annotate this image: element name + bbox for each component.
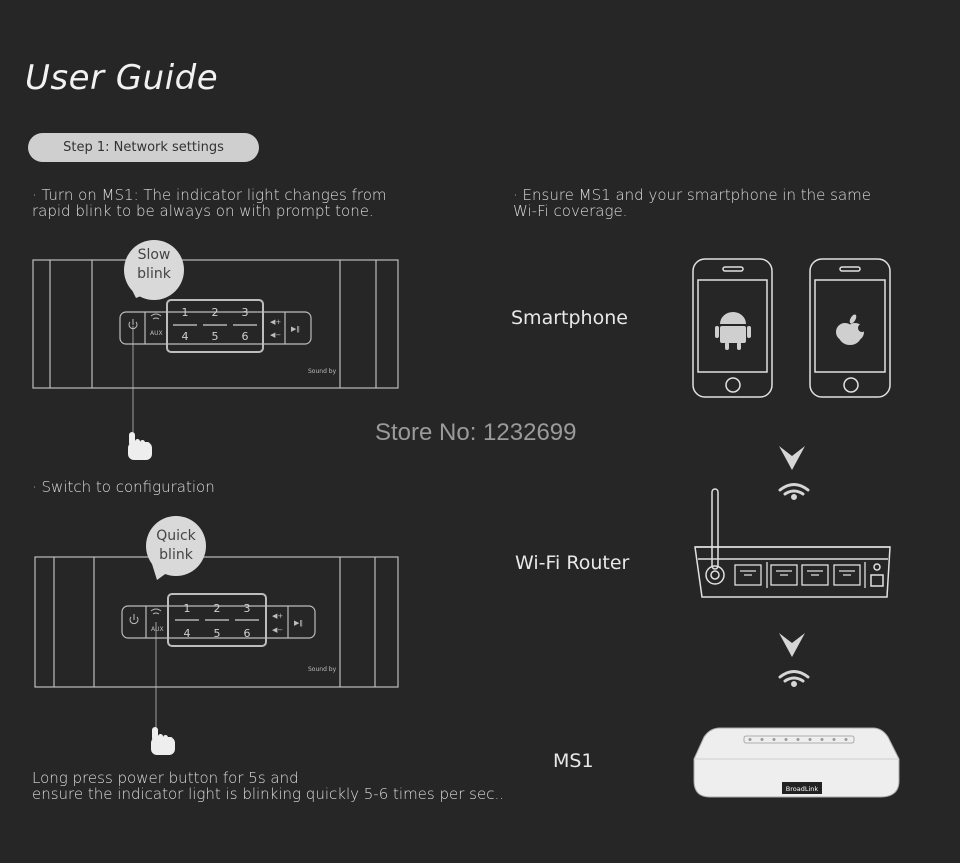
- antenna-icon: [711, 488, 719, 570]
- hand-pointer-icon: [128, 432, 152, 460]
- key-2: 2: [212, 306, 219, 319]
- power-icon: [129, 614, 139, 625]
- key-3: 3: [242, 306, 249, 319]
- smartphone-label: Smartphone: [511, 307, 628, 329]
- ensure-line-1: · Ensure MS1 and your smartphone in the …: [513, 186, 871, 204]
- switch-config-text: · Switch to configuration: [32, 478, 215, 496]
- wifi-icon: [150, 313, 162, 320]
- quick-blink-bubble: [146, 516, 206, 580]
- ethernet-port-icon: [770, 564, 798, 586]
- bubble-1-line-1: Slow: [138, 247, 171, 263]
- key-1: 1: [184, 602, 191, 615]
- apple-icon: [836, 314, 866, 345]
- ensure-line-2: Wi-Fi coverage.: [513, 202, 628, 220]
- volume-down-icon: ◀−: [270, 331, 281, 339]
- page-title: User Guide: [25, 58, 219, 98]
- key-5: 5: [212, 330, 219, 343]
- long-press-line-2: ensure the indicator light is blinking q…: [32, 785, 505, 803]
- ms1-device-illustration-2: AUX 1 2 3 4 5 6 ◀+ ◀− ▶ǁ Sound by Quick …: [34, 516, 399, 755]
- key-4: 4: [184, 627, 191, 640]
- aux-label: AUX: [151, 626, 164, 633]
- slow-blink-bubble: [124, 240, 184, 300]
- broadlink-logo: BroadLink: [786, 785, 819, 793]
- turn-on-line-2: rapid blink to be always on with prompt …: [32, 202, 374, 220]
- wifi-icon: [150, 608, 162, 615]
- android-icon: [715, 312, 751, 350]
- ethernet-port-icon: [801, 564, 829, 586]
- long-press-line-1: Long press power button for 5s and: [32, 769, 299, 787]
- aux-label: AUX: [150, 330, 163, 337]
- turn-on-line-1: · Turn on MS1: The indicator light chang…: [32, 186, 387, 204]
- key-3: 3: [244, 602, 251, 615]
- bubble-2-line-2: blink: [159, 547, 194, 563]
- volume-up-icon: ◀+: [272, 612, 283, 620]
- hand-pointer-icon: [151, 727, 175, 755]
- bubble-1-line-2: blink: [137, 266, 172, 282]
- ms1-device-illustration-1: AUX 1 2 3 4 5 6 ◀+ ◀− ▶ǁ Sound by Slow b…: [32, 240, 399, 460]
- signal-arrow-1: [778, 446, 810, 500]
- wifi-signal-icon: [778, 670, 810, 687]
- sound-by-label: Sound by: [308, 368, 337, 375]
- play-pause-icon: ▶ǁ: [294, 619, 303, 627]
- ms1-label: MS1: [553, 750, 594, 772]
- down-arrow-icon: [779, 446, 805, 470]
- router-label: Wi-Fi Router: [515, 552, 630, 574]
- key-6: 6: [244, 627, 251, 640]
- volume-up-icon: ◀+: [270, 318, 281, 326]
- key-5: 5: [214, 627, 221, 640]
- ios-phone: [809, 258, 891, 398]
- key-2: 2: [214, 602, 221, 615]
- android-phone: [692, 258, 773, 398]
- bubble-2-line-1: Quick: [156, 528, 196, 544]
- key-6: 6: [242, 330, 249, 343]
- ethernet-port-icon: [833, 564, 861, 586]
- smartphones-illustration: [692, 258, 891, 398]
- wifi-router-illustration: [694, 488, 891, 598]
- wifi-signal-icon: [778, 483, 810, 500]
- store-watermark: Store No: 1232699: [375, 419, 577, 446]
- key-1: 1: [182, 306, 189, 319]
- key-4: 4: [182, 330, 189, 343]
- play-pause-icon: ▶ǁ: [291, 325, 300, 333]
- ethernet-port-icon: [734, 564, 762, 586]
- sound-by-label: Sound by: [308, 666, 337, 673]
- step-badge: Step 1: Network settings: [28, 133, 259, 162]
- volume-down-icon: ◀−: [272, 626, 283, 634]
- down-arrow-icon: [779, 633, 805, 657]
- signal-arrow-2: [778, 633, 810, 687]
- ms1-device-illustration: BroadLink: [693, 727, 900, 798]
